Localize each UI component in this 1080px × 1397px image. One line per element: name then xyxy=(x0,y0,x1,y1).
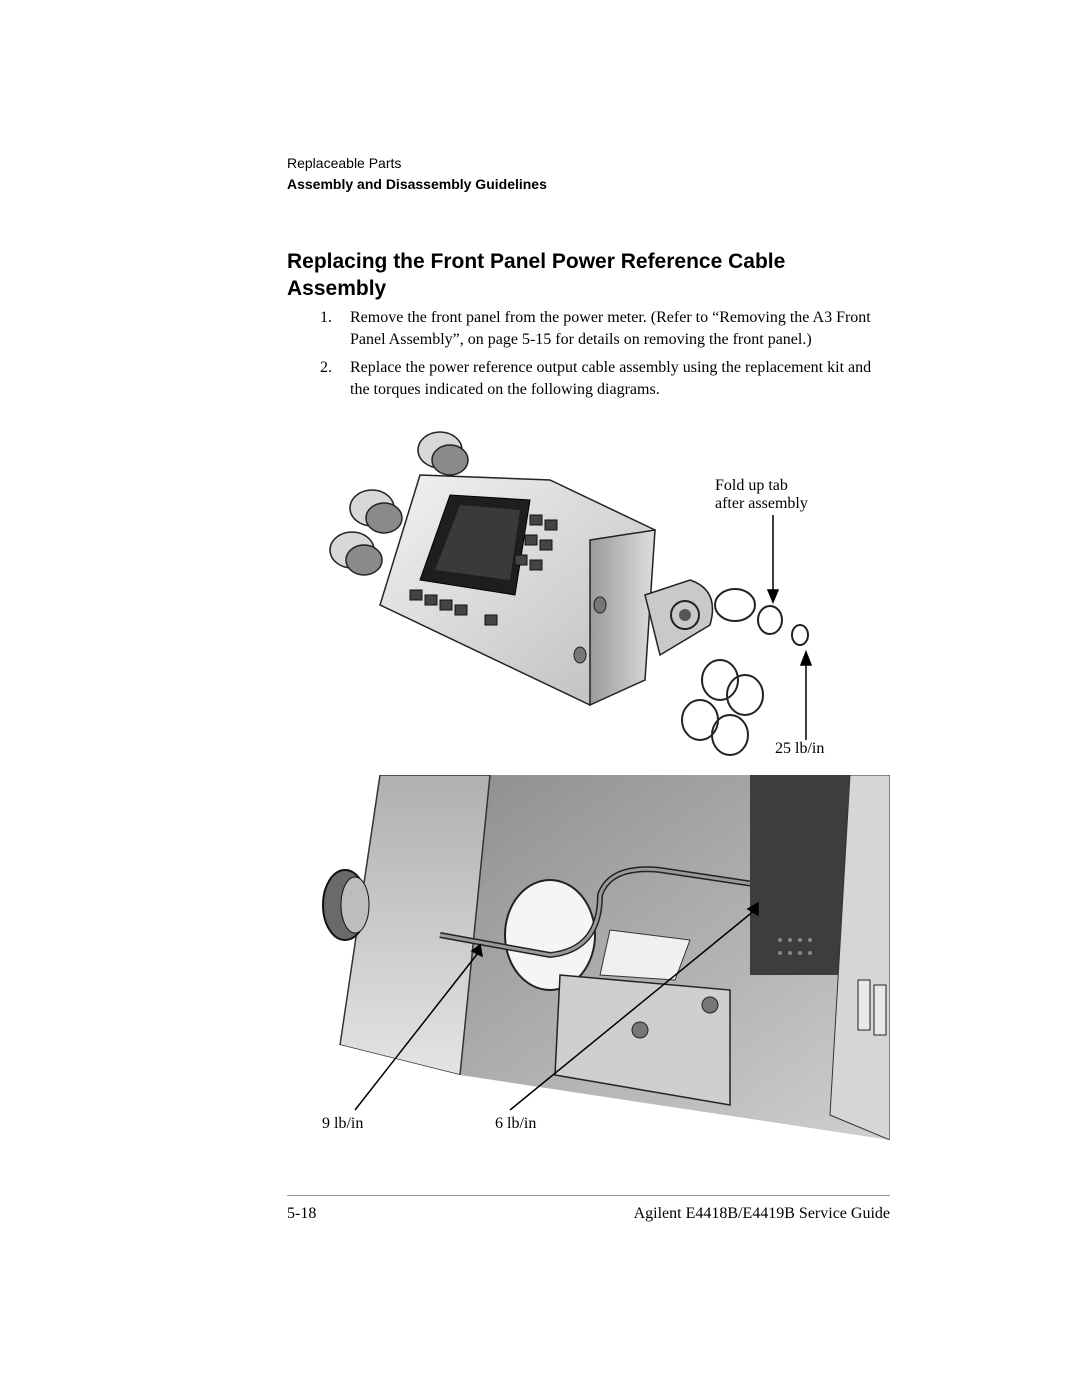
label-torque-9: 9 lb/in xyxy=(322,1115,364,1132)
assembly-figure: Fold up tab after assembly 25 lb/in xyxy=(300,420,900,1180)
label-torque-6: 6 lb/in xyxy=(495,1115,537,1132)
chapter-label: Replaceable Parts xyxy=(287,155,402,171)
step-number: 2. xyxy=(320,359,332,376)
page-number: 5-18 xyxy=(287,1205,317,1222)
step-item: 2. Replace the power reference output ca… xyxy=(320,357,890,401)
step-item: 1. Remove the front panel from the power… xyxy=(320,307,890,351)
step-text: Replace the power reference output cable… xyxy=(350,359,872,398)
document-title: Agilent E4418B/E4419B Service Guide xyxy=(633,1205,890,1222)
label-fold-up-tab: Fold up tab after assembly xyxy=(715,477,808,512)
section-label: Assembly and Disassembly Guidelines xyxy=(287,176,547,192)
step-text: Remove the front panel from the power me… xyxy=(350,309,871,348)
procedure-steps: 1. Remove the front panel from the power… xyxy=(320,307,890,407)
page-title: Replacing the Front Panel Power Referenc… xyxy=(287,250,786,300)
footer-divider xyxy=(287,1195,890,1196)
label-torque-25: 25 lb/in xyxy=(775,740,825,757)
front-panel-exploded-illustration xyxy=(329,431,813,756)
interior-cable-illustration xyxy=(310,775,890,1155)
step-number: 1. xyxy=(320,309,332,326)
